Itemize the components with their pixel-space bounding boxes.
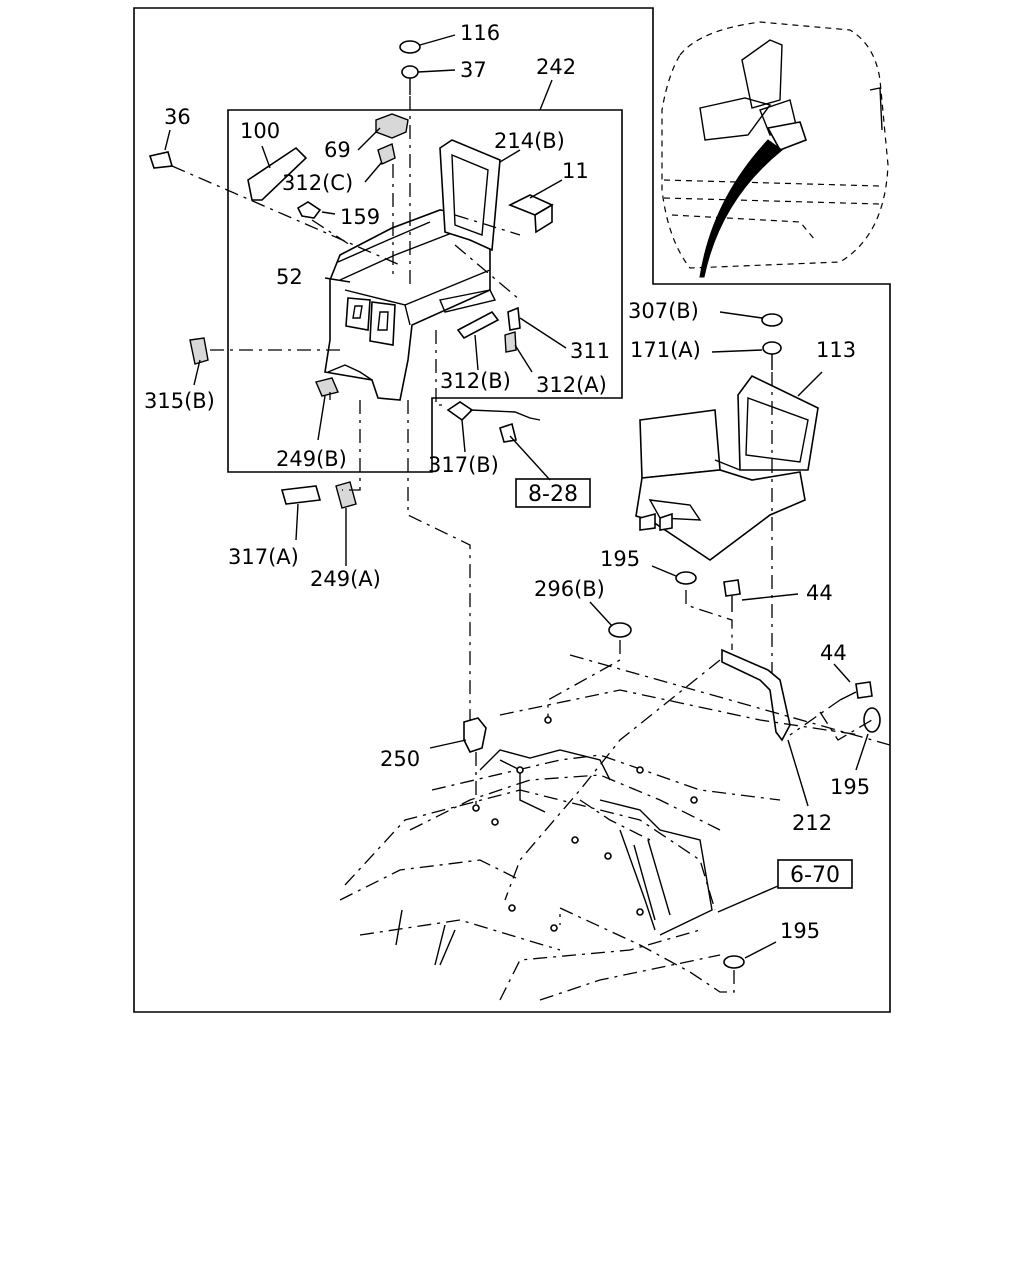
cap-195-upper [675, 571, 697, 585]
callout-249b: 249(B) [276, 447, 347, 471]
callout-315b: 315(B) [144, 389, 215, 413]
screw-171a [762, 341, 782, 370]
callout-250: 250 [380, 747, 420, 771]
callout-159: 159 [340, 205, 380, 229]
trim-strip-100 [247, 146, 308, 201]
clip-69 [375, 113, 409, 139]
callout-100: 100 [240, 119, 280, 143]
floor-holes [472, 716, 698, 932]
cap-116 [399, 40, 421, 54]
callout-44-upper: 44 [806, 581, 833, 605]
callout-311: 311 [570, 339, 610, 363]
reference-box-8-28[interactable]: 8-28 [515, 478, 591, 508]
bolt-44-lower [839, 681, 873, 701]
pin-36 [148, 151, 174, 169]
clip-312a [504, 331, 517, 353]
reference-box-6-70[interactable]: 6-70 [777, 859, 853, 889]
callout-37: 37 [460, 58, 487, 82]
callout-212: 212 [792, 811, 832, 835]
svg-text:6-70: 6-70 [790, 863, 840, 888]
callout-36: 36 [164, 105, 191, 129]
clip-311 [507, 306, 521, 331]
clip-312c [377, 143, 396, 165]
callout-11: 11 [562, 159, 589, 183]
diagram-frame [133, 7, 891, 1013]
callout-195-right: 195 [830, 775, 870, 799]
callout-307b: 307(B) [628, 299, 699, 323]
cap-195-right [863, 707, 881, 733]
callout-312b: 312(B) [440, 369, 511, 393]
cap-195-lower [723, 955, 745, 969]
clip-249b [315, 377, 339, 397]
inset-cab-view [661, 21, 889, 278]
lighter-317a [280, 485, 322, 505]
callout-69: 69 [324, 138, 351, 162]
svg-text:8-28: 8-28 [528, 482, 578, 507]
cap-307b [761, 313, 783, 327]
cap-296b [608, 622, 632, 638]
callout-195-upper: 195 [600, 547, 640, 571]
clip-312b [456, 310, 500, 340]
leader-lines [164, 34, 869, 959]
bolt-44-upper [723, 579, 741, 612]
callout-labels: 116 37 242 36 100 69 214(B) 11 312(C) 15… [144, 21, 870, 943]
clip-250 [463, 717, 487, 753]
callout-195-lower: 195 [780, 919, 820, 943]
bracket-212 [721, 648, 791, 742]
callout-312a: 312(A) [536, 373, 607, 397]
callout-242: 242 [536, 55, 576, 79]
callout-44-lower: 44 [820, 641, 847, 665]
callout-116: 116 [460, 21, 500, 45]
screw-37 [401, 65, 419, 95]
console-body-52 [324, 209, 497, 401]
assembly-box-242 [227, 109, 623, 473]
callout-249a: 249(A) [310, 567, 381, 591]
lid-214b [439, 139, 501, 252]
clip-249a [335, 481, 357, 509]
armrest-113 [635, 374, 819, 561]
callout-52: 52 [276, 265, 303, 289]
callout-171a: 171(A) [630, 338, 701, 362]
callout-317b: 317(B) [428, 453, 499, 477]
clip-159 [296, 201, 322, 219]
callout-317a: 317(A) [228, 545, 299, 569]
callout-113: 113 [816, 338, 856, 362]
callout-214b: 214(B) [494, 129, 565, 153]
switch-315b [189, 337, 209, 365]
callout-296b: 296(B) [534, 577, 605, 601]
callout-312c: 312(C) [282, 171, 353, 195]
